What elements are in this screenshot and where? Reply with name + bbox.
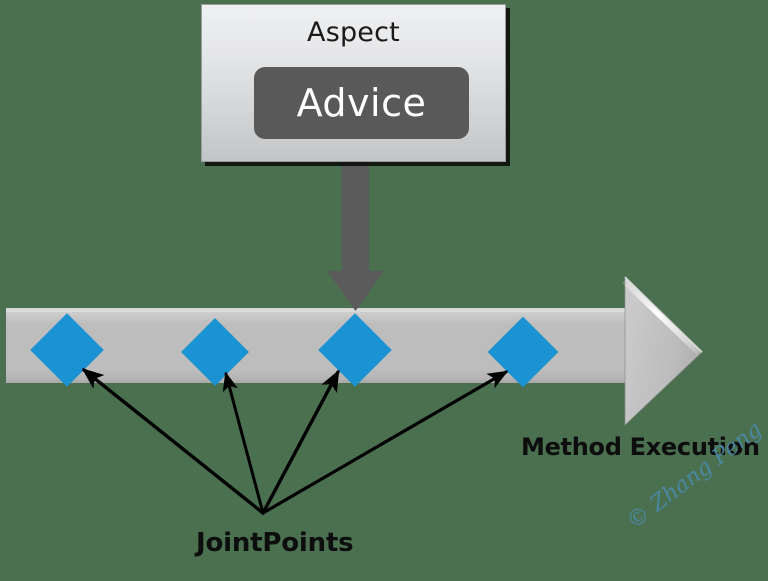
joinpoint-2[interactable]: [181, 318, 249, 386]
joinpoint-3[interactable]: [318, 313, 392, 387]
advice-button[interactable]: Advice: [254, 67, 469, 139]
down-arrow-shaft: [342, 162, 369, 278]
joinpoint-connector-3: [261, 369, 340, 515]
execution-arrow-head-edge: [624, 276, 703, 353]
execution-arrow-shaft-highlight: [6, 309, 638, 312]
jointpoints-label: JointPoints: [196, 528, 354, 558]
down-arrow-head: [327, 271, 384, 311]
aspect-title: Aspect: [307, 17, 400, 48]
joinpoint-connectors: [81, 368, 509, 515]
execution-arrow-head: [624, 276, 703, 426]
advice-down-arrow: [327, 162, 384, 311]
joinpoint-4[interactable]: [487, 316, 559, 388]
joinpoint-connector-1: [81, 368, 265, 515]
execution-arrow-head-shine: [622, 279, 700, 354]
joinpoint-connector-4: [261, 370, 509, 515]
joinpoint-connector-2: [222, 371, 265, 515]
advice-button-label: Advice: [296, 81, 427, 125]
method-execution-label: Method Execution: [521, 433, 760, 461]
aspect-box[interactable]: Aspect Advice: [201, 4, 506, 162]
